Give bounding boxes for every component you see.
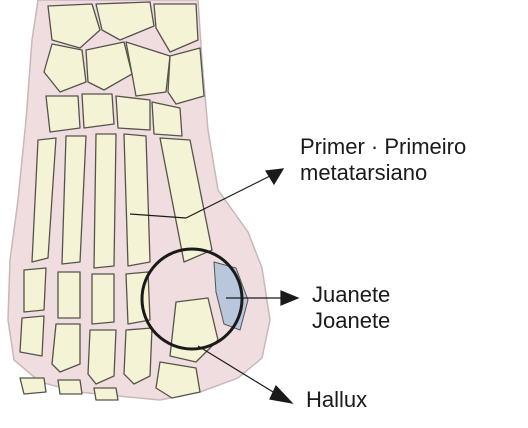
- first-metatarsal-label-line1: Primer · Primeiro: [300, 134, 466, 160]
- bunion-label-line1: Juanete: [312, 282, 390, 308]
- bunion-arrowhead: [281, 291, 298, 305]
- hallux-arrowhead: [270, 386, 292, 403]
- first-metatarsal-label: Primer · Primeiro metatarsiano: [300, 134, 466, 186]
- tarsal-bones: [44, 2, 204, 136]
- first-metatarsal-label-line2: metatarsiano: [300, 160, 466, 186]
- bunion-label: Juanete Joanete: [312, 282, 390, 334]
- bunion-label-line2: Joanete: [312, 308, 390, 334]
- hallux-label: Hallux: [306, 387, 367, 413]
